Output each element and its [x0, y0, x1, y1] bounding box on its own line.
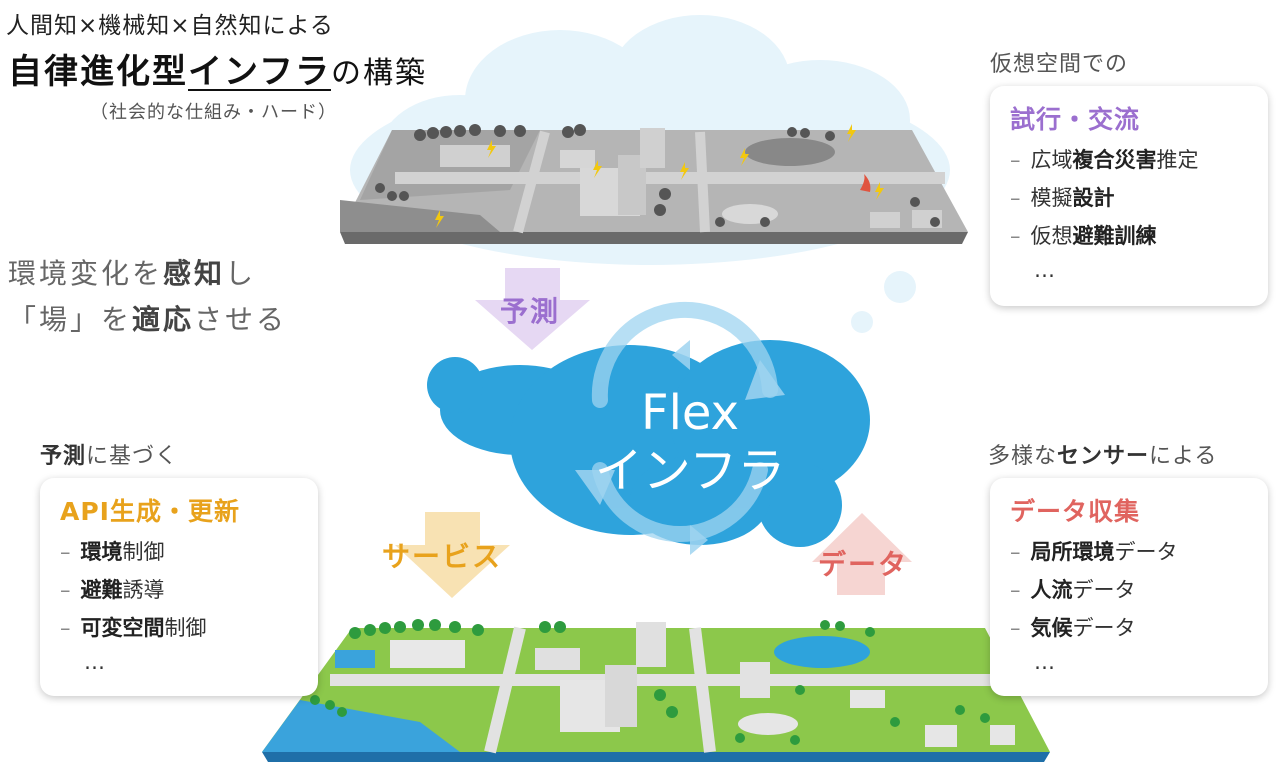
- data-label: データ: [818, 548, 909, 581]
- service-label: サービス: [382, 540, 503, 573]
- real-city: [262, 619, 1050, 762]
- ellipsis: …: [1034, 650, 1055, 674]
- bottom-right-heading: 多様なセンサーによる: [988, 444, 1218, 469]
- top-right-heading: 仮想空間での: [990, 52, 1129, 77]
- data-arrow: [812, 513, 912, 595]
- lead-text-a: 環境変化を: [8, 257, 164, 290]
- title-main: 自律進化型: [8, 52, 188, 92]
- lead-line2: 「場」を適応させる: [8, 298, 287, 338]
- list-item: –人流データ: [1010, 578, 1136, 602]
- trial-exchange-box: 試行・交流 –広域複合災害推定 –模擬設計 –仮想避難訓練 …: [990, 86, 1268, 306]
- title-line1: 人間知×機械知×自然知による: [6, 13, 334, 39]
- title-underlined: インフラ: [188, 52, 331, 92]
- lead-text-c: し: [225, 257, 257, 290]
- lead-text-sense: 感知: [163, 257, 226, 290]
- bubble-tail-bottom-right: [958, 528, 992, 566]
- ellipsis: …: [1034, 258, 1055, 282]
- list-item: –広域複合災害推定: [1010, 148, 1199, 172]
- data-collection-title: データ収集: [1010, 497, 1141, 526]
- predict-arrow: [475, 268, 590, 350]
- service-arrow: [395, 512, 510, 598]
- title-line2: 自律進化型インフラの構築: [8, 44, 427, 93]
- virtual-city: [340, 124, 968, 244]
- flex-label-line1: Flex: [640, 385, 740, 441]
- data-collection-box: データ収集 –局所環境データ –人流データ –気候データ …: [990, 478, 1268, 696]
- lead-text-place: 「場」を: [8, 303, 133, 336]
- flex-label-line2: インフラ: [594, 443, 786, 499]
- flex-infra-label: Flex インフラ: [590, 384, 790, 500]
- lead-text-make: させる: [194, 303, 288, 336]
- list-item: –避難誘導: [60, 578, 165, 602]
- bottom-left-heading: 予測に基づく: [40, 444, 179, 469]
- list-item: –気候データ: [1010, 616, 1136, 640]
- trial-exchange-title: 試行・交流: [1010, 105, 1141, 134]
- title-line3: （社会的な仕組み・ハード）: [90, 102, 337, 123]
- list-item: –可変空間制御: [60, 616, 207, 640]
- ellipsis: …: [84, 650, 105, 674]
- lead-text-adapt: 適応: [132, 303, 195, 336]
- flex-infra-blob: [427, 340, 870, 547]
- lead-line1: 環境変化を感知し: [8, 252, 256, 292]
- cycle-arrows-icon: [591, 301, 778, 542]
- api-title: API生成・更新: [60, 497, 240, 526]
- predict-label: 予測: [500, 295, 561, 328]
- list-item: –模擬設計: [1010, 186, 1115, 210]
- bubble-tail-top-right: [958, 135, 992, 170]
- bubble-tail-bottom-left: [318, 528, 352, 566]
- list-item: –仮想避難訓練: [1010, 224, 1157, 248]
- api-box: API生成・更新 –環境制御 –避難誘導 –可変空間制御 …: [40, 478, 318, 696]
- list-item: –環境制御: [60, 540, 165, 564]
- title-tail: の構築: [330, 56, 427, 91]
- list-item: –局所環境データ: [1010, 540, 1178, 564]
